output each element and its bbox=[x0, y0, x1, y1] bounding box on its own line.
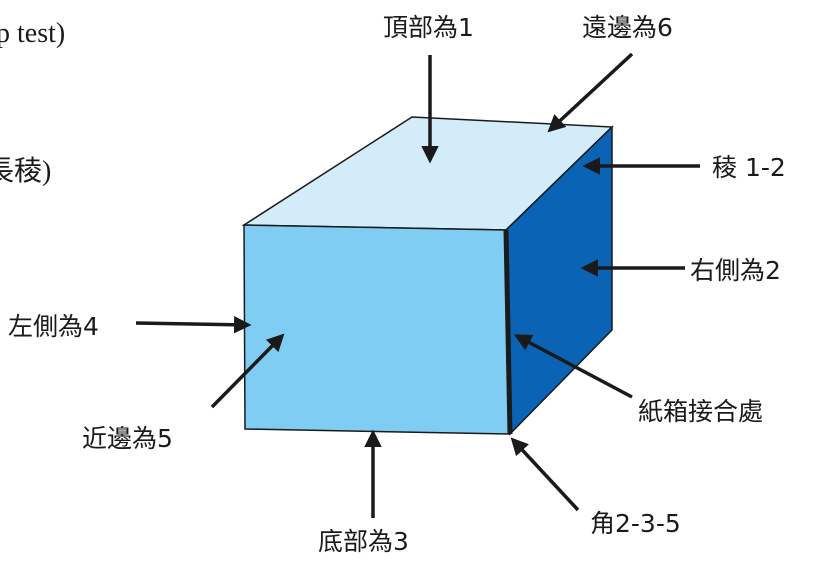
label-top: 頂部為1 bbox=[383, 13, 474, 42]
label-edge: 稜 1-2 bbox=[712, 153, 786, 182]
box-joint-seam bbox=[503, 229, 513, 435]
arrow-far-side bbox=[547, 52, 634, 133]
label-bottom: 底部為3 bbox=[318, 527, 409, 556]
arrow-near-side bbox=[210, 333, 285, 409]
label-near-side: 近邊為5 bbox=[82, 424, 173, 453]
arrow-left-side bbox=[135, 316, 252, 334]
label-right-side: 右側為2 bbox=[690, 256, 781, 285]
clipped-heading-text: p test) bbox=[0, 18, 65, 49]
label-joint: 紙箱接合處 bbox=[638, 397, 763, 426]
arrow-joint bbox=[513, 334, 633, 399]
label-far-side: 遠邊為6 bbox=[582, 13, 673, 42]
label-corner: 角2-3-5 bbox=[590, 509, 681, 538]
clipped-subheading-text: 長稜) bbox=[0, 156, 51, 187]
box-front-face bbox=[243, 224, 511, 435]
label-left-side: 左側為4 bbox=[8, 312, 99, 341]
arrow-corner bbox=[510, 437, 580, 512]
